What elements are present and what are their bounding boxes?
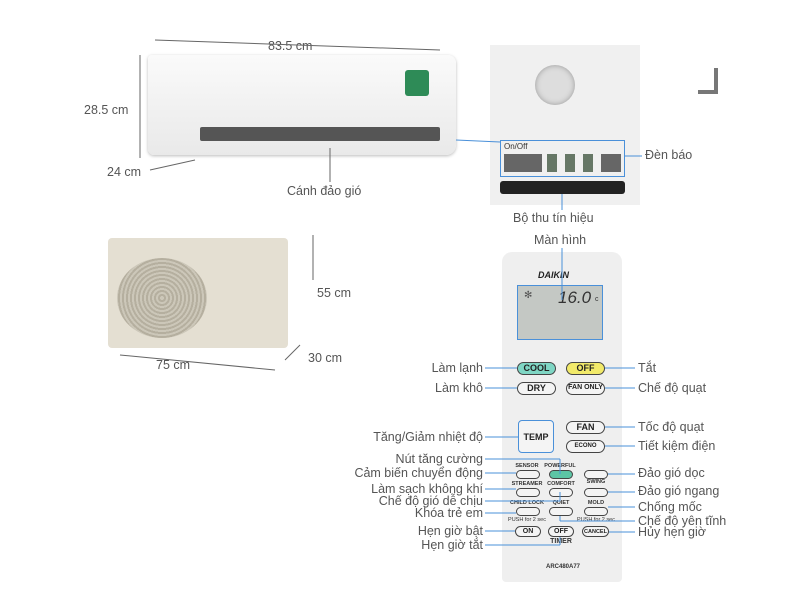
comfort-text: COMFORT: [547, 481, 575, 487]
mode-led: [565, 154, 575, 172]
streamer-button[interactable]: [516, 488, 540, 497]
timer-off-button[interactable]: OFF: [548, 526, 574, 537]
label-cancel: Hủy hẹn giờ: [638, 525, 706, 539]
label-child-lock: Khóa trẻ em: [414, 506, 483, 520]
label-off: Tắt: [638, 361, 657, 375]
label-quiet: Chế độ yên tĩnh: [638, 514, 727, 528]
child-lock-text: CHILD LOCK: [510, 500, 544, 506]
mold-button[interactable]: [584, 507, 608, 516]
streamer-text: STREAMER: [511, 481, 543, 487]
bracket: [698, 68, 718, 94]
quiet-text: QUIET: [552, 500, 570, 506]
label-dry: Làm khô: [435, 381, 483, 395]
lcd-temp: 16.0: [558, 288, 592, 307]
callout-lines: [455, 139, 642, 546]
powerful-button[interactable]: [549, 470, 573, 479]
label-temp: Tăng/Giảm nhiệt độ: [373, 430, 483, 444]
swing-button[interactable]: [584, 488, 608, 497]
sensor-text: SENSOR: [515, 463, 539, 469]
timer-on-button[interactable]: ON: [515, 526, 541, 537]
label-horizontal-swing: Đảo gió ngang: [638, 484, 720, 498]
vertical-swing-button[interactable]: [584, 470, 608, 479]
label-cool: Làm lạnh: [431, 361, 483, 375]
streamer-led: [583, 154, 593, 172]
lcd-screen: 16.0 c ✻: [517, 285, 603, 340]
fan-speed-button[interactable]: FAN: [566, 421, 605, 434]
push-text-1: PUSH for 2 sec: [508, 517, 546, 523]
indoor-height: 28.5 cm: [84, 103, 129, 117]
indicator-label: Đèn báo: [645, 148, 693, 162]
power-led: [504, 154, 542, 172]
econo-button[interactable]: ECONO: [566, 440, 605, 453]
cool-button[interactable]: COOL: [517, 362, 556, 375]
brand-logo: DAIKIN: [538, 270, 569, 280]
lcd-unit: c: [595, 296, 599, 303]
sensor-eye: [535, 65, 575, 105]
outdoor-height: 55 cm: [317, 286, 352, 300]
indoor-depth: 24 cm: [107, 165, 142, 179]
energy-label: [405, 70, 429, 96]
quiet-button[interactable]: [549, 507, 573, 516]
dry-button[interactable]: DRY: [517, 382, 556, 395]
timer-text: TIMER: [550, 538, 572, 545]
comfort-button[interactable]: [549, 488, 573, 497]
label-fan-only: Chế độ quạt: [638, 381, 707, 395]
label-mold: Chống mốc: [638, 500, 702, 514]
label-streamer: Làm sạch không khí: [371, 482, 483, 496]
onoff-text: On/Off: [504, 142, 528, 151]
screen-label: Màn hình: [534, 233, 587, 247]
timer-led: [547, 154, 557, 172]
sensor-button[interactable]: [516, 470, 540, 479]
dimension-lines: [119, 39, 441, 371]
off-button[interactable]: OFF: [566, 362, 605, 375]
indoor-width: 83.5 cm: [268, 39, 313, 53]
louver-label: Cánh đảo gió: [287, 184, 362, 198]
snowflake-icon: ✻: [524, 290, 533, 301]
label-vertical-swing: Đảo gió dọc: [638, 466, 705, 480]
outdoor-fan-grille: [117, 258, 207, 338]
indoor-vent: [200, 127, 440, 141]
label-powerful: Nút tăng cường: [395, 452, 483, 466]
fan-only-button[interactable]: FAN ONLY: [566, 382, 605, 395]
outdoor-depth: 30 cm: [308, 351, 343, 365]
temp-button[interactable]: TEMP: [518, 420, 554, 453]
swing-text: SWING: [586, 479, 606, 485]
mold-text: MOLD: [587, 500, 605, 506]
label-timer-off: Hẹn giờ tắt: [421, 538, 483, 552]
model-number: ARC480A77: [545, 564, 581, 570]
label-sensor: Cảm biến chuyển động: [354, 466, 483, 480]
temp-label: TEMP: [523, 432, 549, 442]
timer-cancel-button[interactable]: CANCEL: [582, 526, 609, 537]
push-text-2: PUSH for 2 sec: [577, 517, 615, 523]
label-econo: Tiết kiệm điện: [638, 439, 716, 453]
indicator-panel: On/Off: [500, 140, 625, 177]
signal-receiver: [500, 181, 625, 194]
receiver-label: Bộ thu tín hiệu: [513, 211, 594, 225]
outdoor-width: 75 cm: [156, 358, 191, 372]
wifi-led: [601, 154, 621, 172]
label-timer-on: Hẹn giờ bật: [417, 524, 483, 538]
label-fan-speed: Tốc độ quạt: [638, 420, 705, 434]
label-comfort: Chế độ gió dễ chịu: [378, 494, 483, 508]
child-lock-button[interactable]: [516, 507, 540, 516]
